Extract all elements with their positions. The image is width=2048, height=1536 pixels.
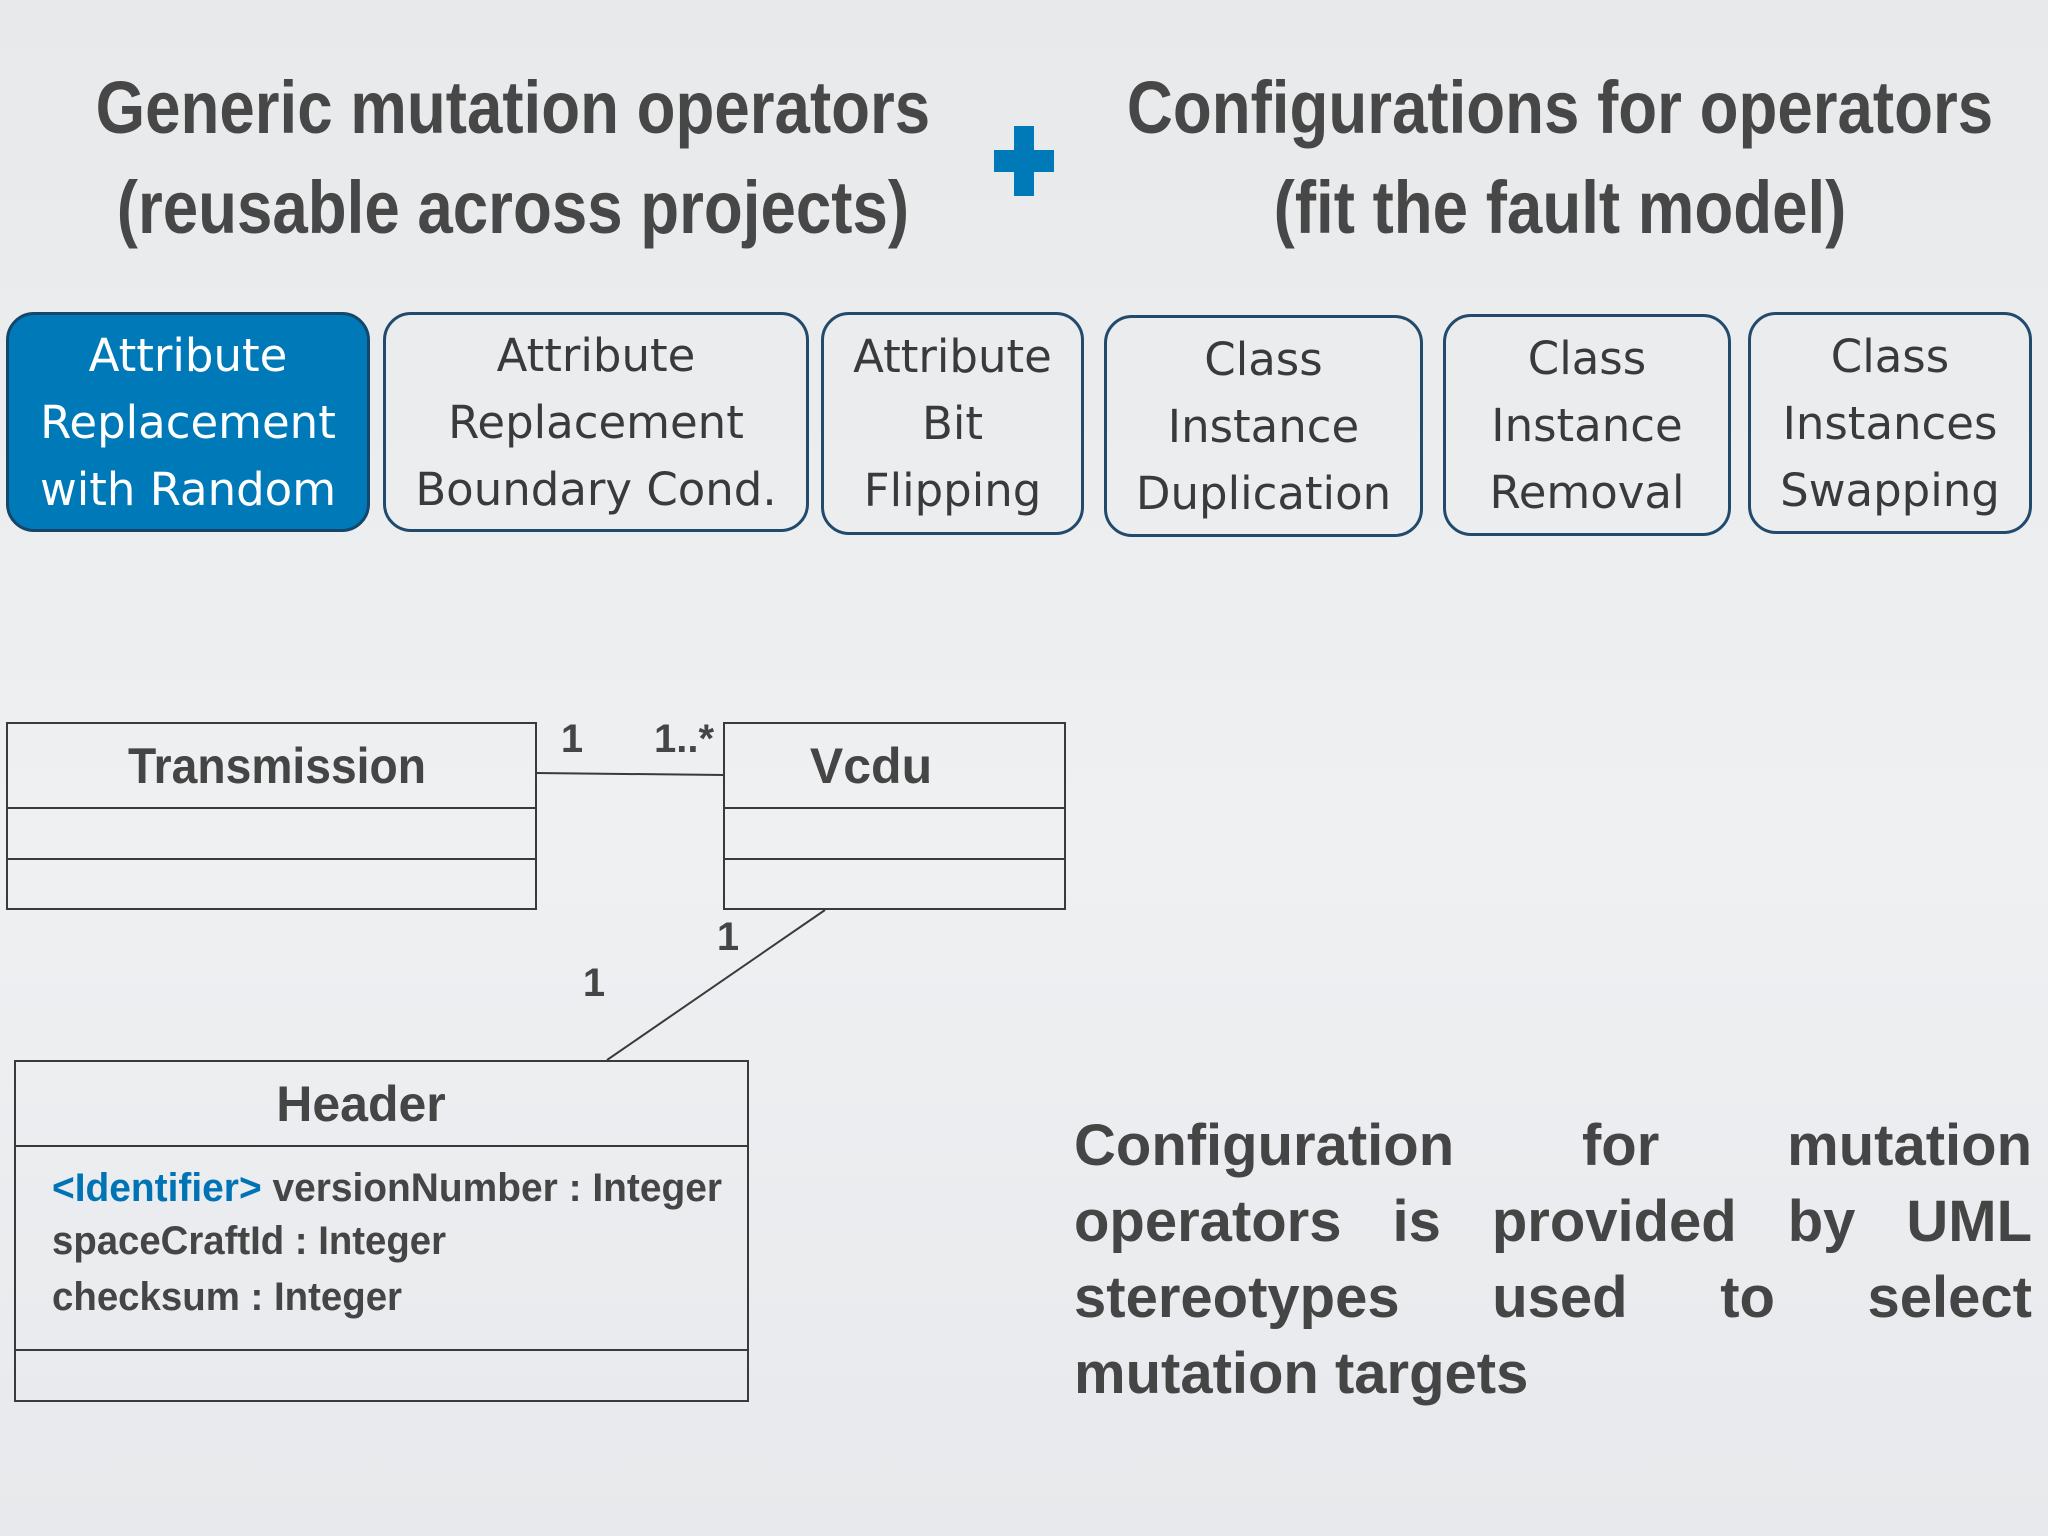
operator-line: Boundary Cond. — [415, 462, 777, 516]
operator-line: Class — [1527, 331, 1647, 385]
operator-line: Replacement — [448, 395, 744, 449]
operator-line: Flipping — [863, 464, 1042, 517]
configuration-note: Configuration for mutation operators is … — [1074, 1113, 2032, 1406]
operator-line: with Random — [39, 462, 337, 516]
plus-icon — [994, 126, 1054, 196]
operator-line: Instance — [1491, 398, 1683, 452]
stereotype-identifier: <Identifier> — [52, 1166, 262, 1210]
operator-class-instances-swapping: Class Instances Swapping — [1748, 312, 2032, 534]
heading-configurations: Configurations for operators (fit the fa… — [1113, 58, 2007, 258]
operator-attribute-replacement-random: Attribute Replacement with Random — [6, 312, 370, 532]
operator-line: Attribute — [496, 328, 696, 382]
operator-line: Bit — [921, 397, 984, 450]
association-transmission-vcdu — [535, 772, 725, 776]
operator-line: Class — [1830, 329, 1950, 383]
heading-right-line-1: Configurations for operators — [1126, 66, 1994, 149]
multiplicity-transmission-end: 1 — [561, 717, 583, 761]
attribute-text: versionNumber : Integer — [262, 1166, 722, 1210]
class-header: Header <Identifier> versionNumber : Inte… — [14, 1060, 749, 1402]
attribute-checksum: checksum : Integer — [52, 1275, 402, 1319]
class-name-header: Header — [276, 1076, 446, 1132]
operator-line: Class — [1204, 332, 1323, 386]
operator-class-instance-duplication: Class Instance Duplication — [1104, 315, 1423, 537]
attribute-spacecraft-id: spaceCraftId : Integer — [52, 1219, 446, 1263]
operator-line: Instance — [1167, 399, 1360, 453]
operator-attribute-bit-flipping: Attribute Bit Flipping — [821, 312, 1084, 535]
class-vcdu: Vcdu — [723, 722, 1066, 910]
operator-line: Attribute — [853, 330, 1052, 383]
operator-line: Replacement — [40, 395, 336, 449]
heading-left-line-2: (reusable across projects) — [116, 166, 910, 249]
heading-right-line-2: (fit the fault model) — [1273, 166, 1847, 249]
operator-line: Removal — [1489, 465, 1685, 519]
operator-class-instance-removal: Class Instance Removal — [1443, 314, 1731, 536]
operator-line: Duplication — [1135, 466, 1392, 520]
multiplicity-vcdu-header-target: 1 — [583, 961, 605, 1005]
association-vcdu-header — [606, 909, 826, 1061]
attribute-version-number: <Identifier> versionNumber : Integer — [52, 1166, 722, 1210]
heading-left-line-1: Generic mutation operators — [95, 66, 931, 149]
class-transmission: Transmission — [6, 722, 537, 910]
operator-attribute-replacement-boundary: Attribute Replacement Boundary Cond. — [383, 312, 809, 532]
operator-line: Attribute — [88, 328, 288, 382]
class-name-vcdu: Vcdu — [810, 738, 932, 794]
multiplicity-vcdu-end: 1..* — [654, 717, 714, 761]
operator-line: Instances — [1782, 396, 1998, 450]
heading-generic-operators: Generic mutation operators (reusable acr… — [83, 58, 943, 258]
class-name-transmission: Transmission — [128, 738, 426, 794]
operator-line: Swapping — [1780, 463, 2000, 517]
multiplicity-vcdu-header-source: 1 — [717, 915, 739, 959]
